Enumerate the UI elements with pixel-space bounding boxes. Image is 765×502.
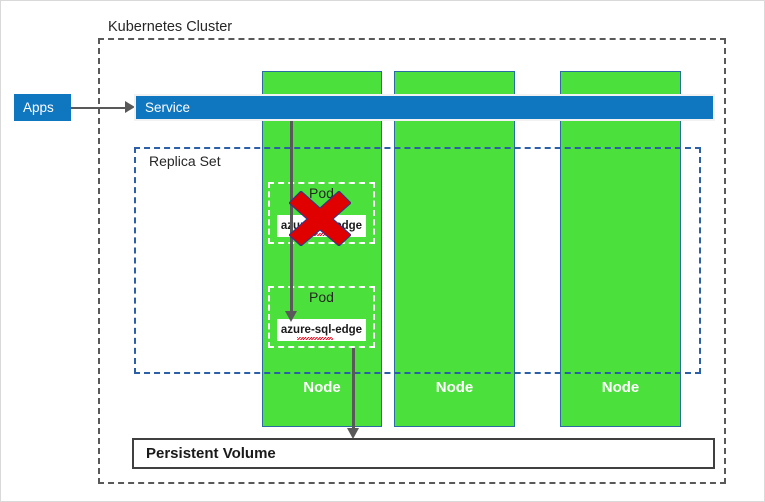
apps-box[interactable]: Apps xyxy=(14,94,71,121)
spellcheck-squiggle-icon xyxy=(297,337,333,340)
persistent-volume-box[interactable]: Persistent Volume xyxy=(132,438,715,469)
node-column-2[interactable] xyxy=(394,71,515,427)
service-label: Service xyxy=(145,100,191,115)
pod-1-container-label: azure-sql-edge xyxy=(280,220,363,232)
pod-2-container-label: azure-sql-edge xyxy=(280,324,363,336)
pod-2-boundary[interactable] xyxy=(268,286,375,348)
service-to-pod-arrow-line xyxy=(290,121,293,315)
apps-label: Apps xyxy=(23,100,54,115)
replica-set-boundary xyxy=(134,147,701,374)
persistent-volume-label: Persistent Volume xyxy=(146,445,276,462)
pod-2-container-box[interactable]: azure-sql-edge xyxy=(277,319,366,341)
apps-to-service-arrow-line xyxy=(71,106,126,109)
service-bar[interactable]: Service xyxy=(134,94,715,121)
service-to-pod-arrow-head xyxy=(285,311,297,322)
kubernetes-cluster-boundary xyxy=(98,38,726,484)
kubernetes-cluster-label: Kubernetes Cluster xyxy=(108,19,233,35)
spellcheck-squiggle-icon xyxy=(297,233,333,236)
pod-to-volume-arrow-line xyxy=(352,348,355,432)
replica-set-label: Replica Set xyxy=(149,153,221,169)
pod-to-volume-arrow-head xyxy=(347,428,359,439)
node-column-3[interactable] xyxy=(560,71,681,427)
node-column-1[interactable] xyxy=(262,71,382,427)
apps-to-service-arrow-head xyxy=(125,101,135,113)
